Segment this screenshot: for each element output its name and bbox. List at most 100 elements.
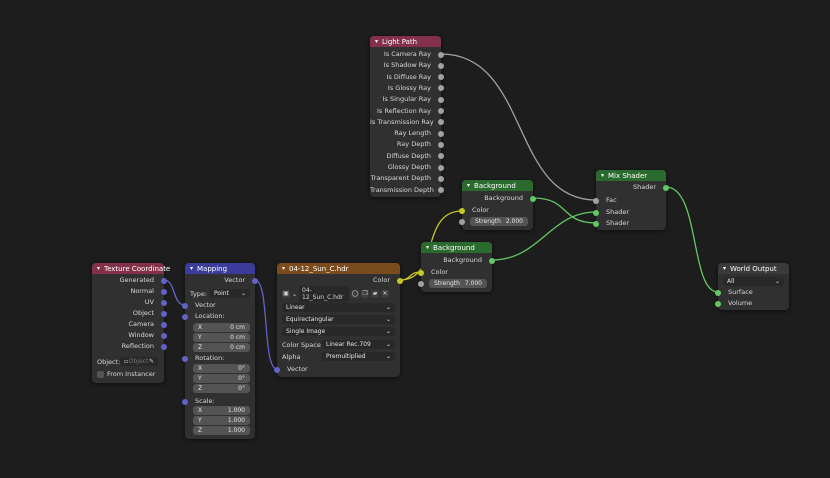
input-socket-row[interactable]: Vector [182, 300, 255, 311]
socket-dot[interactable] [438, 175, 444, 182]
color-space-dropdown[interactable]: Linear Rec.709⌄ [322, 340, 395, 349]
chevron-down-icon[interactable]: ▾ [723, 265, 727, 272]
interpolation-dropdown[interactable]: Linear⌄ [282, 303, 395, 312]
light-path-header[interactable]: ▾ Light Path [370, 36, 441, 47]
input-socket-row[interactable]: Volume [715, 298, 789, 309]
socket-dot[interactable] [182, 302, 188, 309]
socket-dot[interactable] [438, 130, 444, 137]
socket-dot[interactable] [438, 85, 444, 92]
chevron-down-icon[interactable]: ▾ [375, 38, 379, 45]
socket-dot[interactable] [438, 74, 444, 81]
output-socket-row[interactable]: Is Singular Ray [370, 94, 444, 105]
socket-dot[interactable] [438, 141, 444, 148]
chevron-down-icon[interactable]: ▾ [467, 182, 471, 189]
eyedropper-icon[interactable]: ✎ [148, 358, 154, 365]
input-socket-row[interactable]: Fac [593, 195, 666, 206]
socket-dot[interactable] [161, 277, 167, 284]
output-socket-row[interactable]: Reflection [92, 341, 167, 352]
environment-texture-node[interactable]: ▾ 04-12_Sun_C.hdr Color ▣ ⌄ 04-12_Sun_C.… [274, 263, 403, 377]
socket-dot[interactable] [438, 62, 444, 69]
chevron-down-icon[interactable]: ▾ [97, 265, 101, 272]
folder-icon[interactable]: ▰ [371, 290, 380, 298]
socket-dot[interactable] [161, 321, 167, 328]
environment-texture-header[interactable]: ▾ 04-12_Sun_C.hdr [277, 263, 400, 274]
socket-dot[interactable] [252, 277, 258, 284]
socket-dot[interactable] [182, 398, 188, 405]
background-header[interactable]: ▾ Background [462, 180, 533, 191]
socket-dot[interactable] [182, 313, 188, 320]
socket-dot[interactable] [418, 281, 424, 287]
output-socket-row[interactable]: Is Transmission Ray [370, 117, 444, 128]
socket-dot[interactable] [459, 207, 465, 214]
socket-dot[interactable] [418, 269, 424, 276]
socket-dot[interactable] [438, 108, 444, 114]
mapping-node[interactable]: ▾ Mapping Vector Type: Point ⌄ Vector Lo… [182, 263, 258, 439]
output-socket-row[interactable]: Is Reflection Ray [370, 106, 444, 117]
socket-dot[interactable] [438, 187, 444, 194]
socket-dot[interactable] [161, 343, 167, 350]
chevron-down-icon[interactable]: ▾ [190, 265, 194, 272]
output-socket-row[interactable]: Normal [92, 286, 167, 297]
chevron-down-icon[interactable]: ▾ [426, 244, 430, 251]
close-icon[interactable]: ✕ [381, 290, 390, 298]
socket-dot[interactable] [161, 288, 167, 295]
background-node-1[interactable]: ▾ Background Background Color Strength 2… [459, 180, 536, 230]
output-socket-row[interactable]: Glossy Depth [370, 162, 444, 173]
duplicate-icon[interactable]: ❐ [361, 290, 370, 298]
output-socket-row[interactable]: Is Shadow Ray [370, 60, 444, 71]
output-socket-row[interactable]: Vector [185, 275, 258, 286]
output-socket-row[interactable]: Object [92, 308, 167, 319]
image-selector[interactable]: ▣ ⌄ 04-12_Sun_C.hdr ◯ ❐ ▰ ✕ [282, 286, 395, 302]
type-dropdown[interactable]: Point ⌄ [210, 289, 250, 298]
background-header[interactable]: ▾ Background [421, 242, 492, 253]
source-dropdown[interactable]: Single Image⌄ [282, 327, 395, 336]
image-name-field[interactable]: 04-12_Sun_C.hdr [299, 286, 350, 302]
socket-dot[interactable] [489, 257, 495, 264]
socket-dot[interactable] [530, 195, 536, 202]
output-socket-row[interactable]: Transmission Depth [370, 185, 444, 196]
socket-dot[interactable] [593, 220, 599, 227]
output-socket-row[interactable]: Generated [92, 275, 167, 286]
socket-dot[interactable] [438, 164, 444, 171]
alpha-dropdown[interactable]: Premultiplied⌄ [322, 352, 395, 361]
light-path-node[interactable]: ▾ Light Path Is Camera Ray Is Shadow Ray… [370, 36, 444, 197]
world-output-node[interactable]: ▾ World Output All ⌄ Surface Volume [715, 263, 789, 310]
input-socket-row[interactable]: Color [418, 267, 492, 278]
socket-dot[interactable] [161, 310, 167, 317]
socket-dot[interactable] [715, 289, 721, 296]
input-socket-row[interactable]: Surface [715, 287, 789, 298]
socket-dot[interactable] [663, 184, 669, 191]
socket-dot[interactable] [438, 51, 444, 58]
output-socket-row[interactable]: Background [462, 193, 536, 204]
input-socket-row[interactable]: Color [459, 205, 533, 216]
shield-icon[interactable]: ◯ [351, 290, 360, 298]
output-socket-row[interactable]: Is Diffuse Ray [370, 72, 444, 83]
world-output-header[interactable]: ▾ World Output [718, 263, 789, 274]
texture-coordinate-node[interactable]: ▾ Texture Coordinate Generated Normal UV… [92, 263, 170, 383]
socket-dot[interactable] [593, 197, 599, 204]
image-icon[interactable]: ▣ [282, 290, 290, 298]
output-socket-row[interactable]: Is Glossy Ray [370, 83, 444, 94]
from-instancer-checkbox[interactable] [97, 371, 104, 378]
output-socket-row[interactable]: Ray Length [370, 128, 444, 139]
input-socket-row[interactable]: Scale: [182, 396, 255, 407]
output-socket-row[interactable]: Background [421, 255, 495, 266]
mapping-header[interactable]: ▾ Mapping [185, 263, 255, 274]
socket-dot[interactable] [459, 219, 465, 225]
output-socket-row[interactable]: Window [92, 330, 167, 341]
mix-shader-node[interactable]: ▾ Mix Shader Shader Fac Shader Shader [593, 170, 669, 230]
socket-dot[interactable] [182, 355, 188, 362]
socket-dot[interactable] [161, 299, 167, 306]
output-socket-row[interactable]: Ray Depth [370, 139, 444, 150]
input-socket-row[interactable]: Shader [593, 218, 666, 229]
output-socket-row[interactable]: Diffuse Depth [370, 151, 444, 162]
object-picker[interactable]: ▫ Object ✎ [120, 357, 158, 366]
output-socket-row[interactable]: Camera [92, 319, 167, 330]
socket-dot[interactable] [397, 277, 403, 284]
background-node-2[interactable]: ▾ Background Background Color Strength 7… [418, 242, 495, 292]
strength-field[interactable]: Strength 7.000 [429, 279, 487, 288]
